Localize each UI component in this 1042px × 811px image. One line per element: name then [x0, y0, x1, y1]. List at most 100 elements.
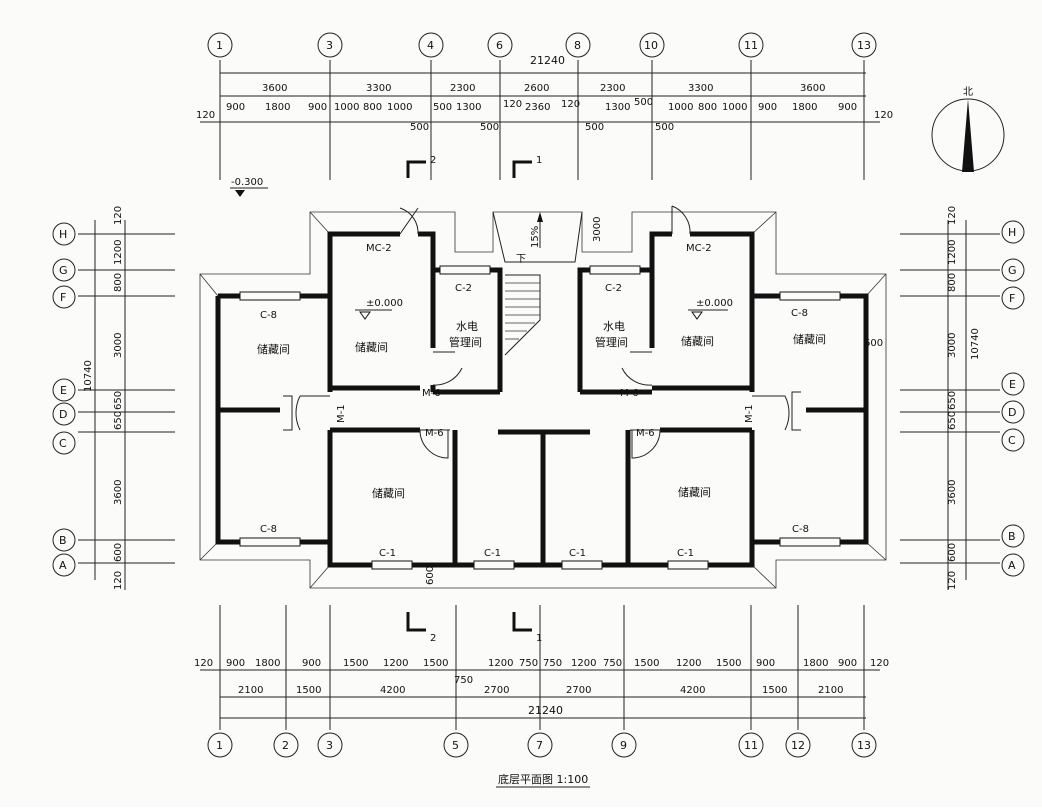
tag: C-1 — [484, 548, 501, 559]
tag: M-6 — [425, 428, 444, 439]
dim: 1500 — [296, 685, 321, 696]
tag: C-8 — [260, 310, 277, 321]
dim: 900 — [758, 102, 777, 113]
tag: MC-2 — [686, 243, 712, 254]
dim: 120 — [874, 110, 893, 121]
tag: C-1 — [569, 548, 586, 559]
axis-label: A — [59, 559, 67, 572]
dim: 800 — [947, 273, 958, 292]
axis-label: 2 — [282, 739, 289, 752]
room-label: 管理间 — [449, 335, 482, 349]
axis-label: 9 — [620, 739, 627, 752]
axis-label: 1 — [216, 39, 223, 52]
drawing-title: 底层平面图 1:100 — [498, 772, 588, 786]
axis-label: A — [1008, 559, 1016, 572]
axis-label: 6 — [496, 39, 503, 52]
room-labels: 储藏间 储藏间 水电 管理间 水电 管理间 储藏间 储藏间 储藏间 储藏间 — [257, 320, 826, 500]
stair-mark: 下 — [516, 254, 526, 265]
dim: 1300 — [605, 102, 630, 113]
left-axis-bubbles: H G F E D C B A — [52, 222, 76, 577]
section-mark: 2 — [430, 155, 436, 166]
section-marks-top: 2 1 — [406, 155, 542, 178]
dim: 650 — [113, 411, 124, 430]
tag: M-1 — [744, 404, 755, 423]
dim: 900 — [226, 102, 245, 113]
dim: 500 — [585, 122, 604, 133]
axis-label: 13 — [857, 739, 871, 752]
dim: 750 — [454, 675, 473, 686]
section-mark: 2 — [430, 633, 436, 644]
dim: 750 — [603, 658, 622, 669]
axis-label: E — [60, 384, 67, 397]
dim: 2700 — [566, 685, 591, 696]
dim: 1500 — [634, 658, 659, 669]
dim: 120 — [113, 206, 124, 225]
dim: 1800 — [792, 102, 817, 113]
dim: 1300 — [456, 102, 481, 113]
axis-label: D — [59, 408, 67, 421]
axis-label: 1 — [216, 739, 223, 752]
room-label: 管理间 — [595, 335, 628, 349]
dim: 120 — [561, 99, 580, 110]
dim: 1800 — [803, 658, 828, 669]
bottom-side-dim: 600 — [425, 566, 436, 585]
ramp-slope-label: 15% — [530, 226, 541, 248]
axis-label: 4 — [427, 39, 434, 52]
tag: M-1 — [336, 404, 347, 423]
tag: C-2 — [605, 283, 622, 294]
dim: 1200 — [383, 658, 408, 669]
dim: 1200 — [113, 240, 124, 265]
dim: 1200 — [571, 658, 596, 669]
tag: M-6 — [636, 428, 655, 439]
right-dimension-lines — [900, 220, 1000, 590]
left-dim-segments: 120 1200 800 3000 650 650 3600 600 120 — [113, 206, 124, 590]
right-bump-dim: 600 — [864, 338, 883, 349]
axis-label: E — [1009, 378, 1016, 391]
dim: 1800 — [255, 658, 280, 669]
axis-label: 3 — [326, 739, 333, 752]
axis-label: 12 — [791, 739, 805, 752]
axis-label: C — [1008, 434, 1016, 447]
room-label: 储藏间 — [257, 342, 290, 356]
axis-label: 11 — [744, 739, 758, 752]
axis-label: H — [1008, 226, 1016, 239]
floor-level-marks: ±0.000 ±0.000 — [355, 298, 733, 320]
room-label: 储藏间 — [793, 332, 826, 346]
floor-level-right: ±0.000 — [696, 298, 733, 309]
left-dimension-lines — [78, 220, 175, 590]
outdoor-level-mark: -0.300 — [230, 177, 268, 197]
dim: 650 — [947, 391, 958, 410]
tag: C-1 — [379, 548, 396, 559]
tag: C-8 — [792, 524, 809, 535]
dim: 1000 — [722, 102, 747, 113]
tag: C-2 — [455, 283, 472, 294]
dim: 4200 — [680, 685, 705, 696]
opening-tags: MC-2 MC-2 C-8 C-8 C-8 C-8 C-2 C-2 M-6 M-… — [260, 243, 809, 559]
tag: C-8 — [260, 524, 277, 535]
dim: 500 — [634, 97, 653, 108]
bottom-dim-row1: 120 900 1800 900 1500 1200 1500 1200 750… — [194, 658, 889, 669]
axis-label: 5 — [452, 739, 459, 752]
dim: 120 — [947, 571, 958, 590]
floor-level-left: ±0.000 — [366, 298, 403, 309]
dim: 2300 — [450, 83, 475, 94]
windows — [239, 265, 841, 570]
section-mark: 1 — [536, 633, 542, 644]
north-label: 北 — [963, 86, 973, 98]
dim: 1000 — [387, 102, 412, 113]
dim: 900 — [838, 102, 857, 113]
top-dim-row2: 3600 3300 2300 2600 2300 3300 3600 — [262, 83, 825, 94]
dim: 3600 — [947, 480, 958, 505]
outdoor-level: -0.300 — [231, 177, 263, 188]
room-label: 储藏间 — [681, 334, 714, 348]
dim: 2600 — [524, 83, 549, 94]
dim: 4200 — [380, 685, 405, 696]
dim: 120 — [113, 571, 124, 590]
dim: 900 — [308, 102, 327, 113]
dim: 800 — [113, 273, 124, 292]
bottom-axis-bubbles: 1 2 3 5 7 9 11 12 13 — [207, 732, 877, 758]
dim: 120 — [503, 99, 522, 110]
axis-label: D — [1008, 406, 1016, 419]
